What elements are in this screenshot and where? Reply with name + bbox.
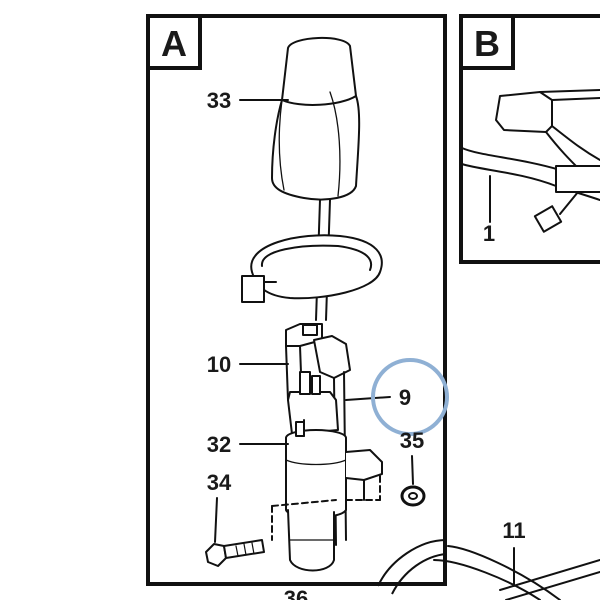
callout-35: 35 [400, 428, 424, 453]
callout-34: 34 [207, 470, 232, 495]
panel-b-letter: B [474, 23, 500, 64]
panel-a-label-box [146, 14, 202, 70]
callout-9: 9 [399, 385, 411, 410]
panel-a-letter: A [161, 23, 187, 64]
panel-a-frame [146, 14, 447, 586]
hose-lower-left [377, 539, 447, 595]
part-32-pump [285, 371, 347, 572]
leader-34 [214, 497, 218, 543]
part-34-bolt [205, 539, 265, 567]
callout-11: 11 [502, 518, 525, 543]
leader-9 [345, 396, 391, 401]
panel-b-drawing [461, 89, 600, 233]
panel-a-drawing [205, 36, 426, 572]
part-1-clamp [555, 165, 600, 193]
panel-b-label-box [459, 14, 515, 70]
callout-33: 33 [207, 88, 231, 113]
leader-35 [411, 455, 414, 485]
mounting-bracket [345, 449, 383, 501]
part-11-hose [433, 545, 600, 600]
highlight-circle [371, 358, 449, 436]
part-35-washer [400, 485, 426, 507]
callout-1: 1 [483, 221, 495, 246]
part-33-sleeve [271, 36, 361, 201]
callout-32: 32 [207, 432, 231, 457]
callout-10: 10 [207, 352, 231, 377]
panel-b-frame [459, 14, 600, 264]
callout-36: 36 [284, 586, 308, 600]
part-clamp-ring [241, 234, 383, 303]
